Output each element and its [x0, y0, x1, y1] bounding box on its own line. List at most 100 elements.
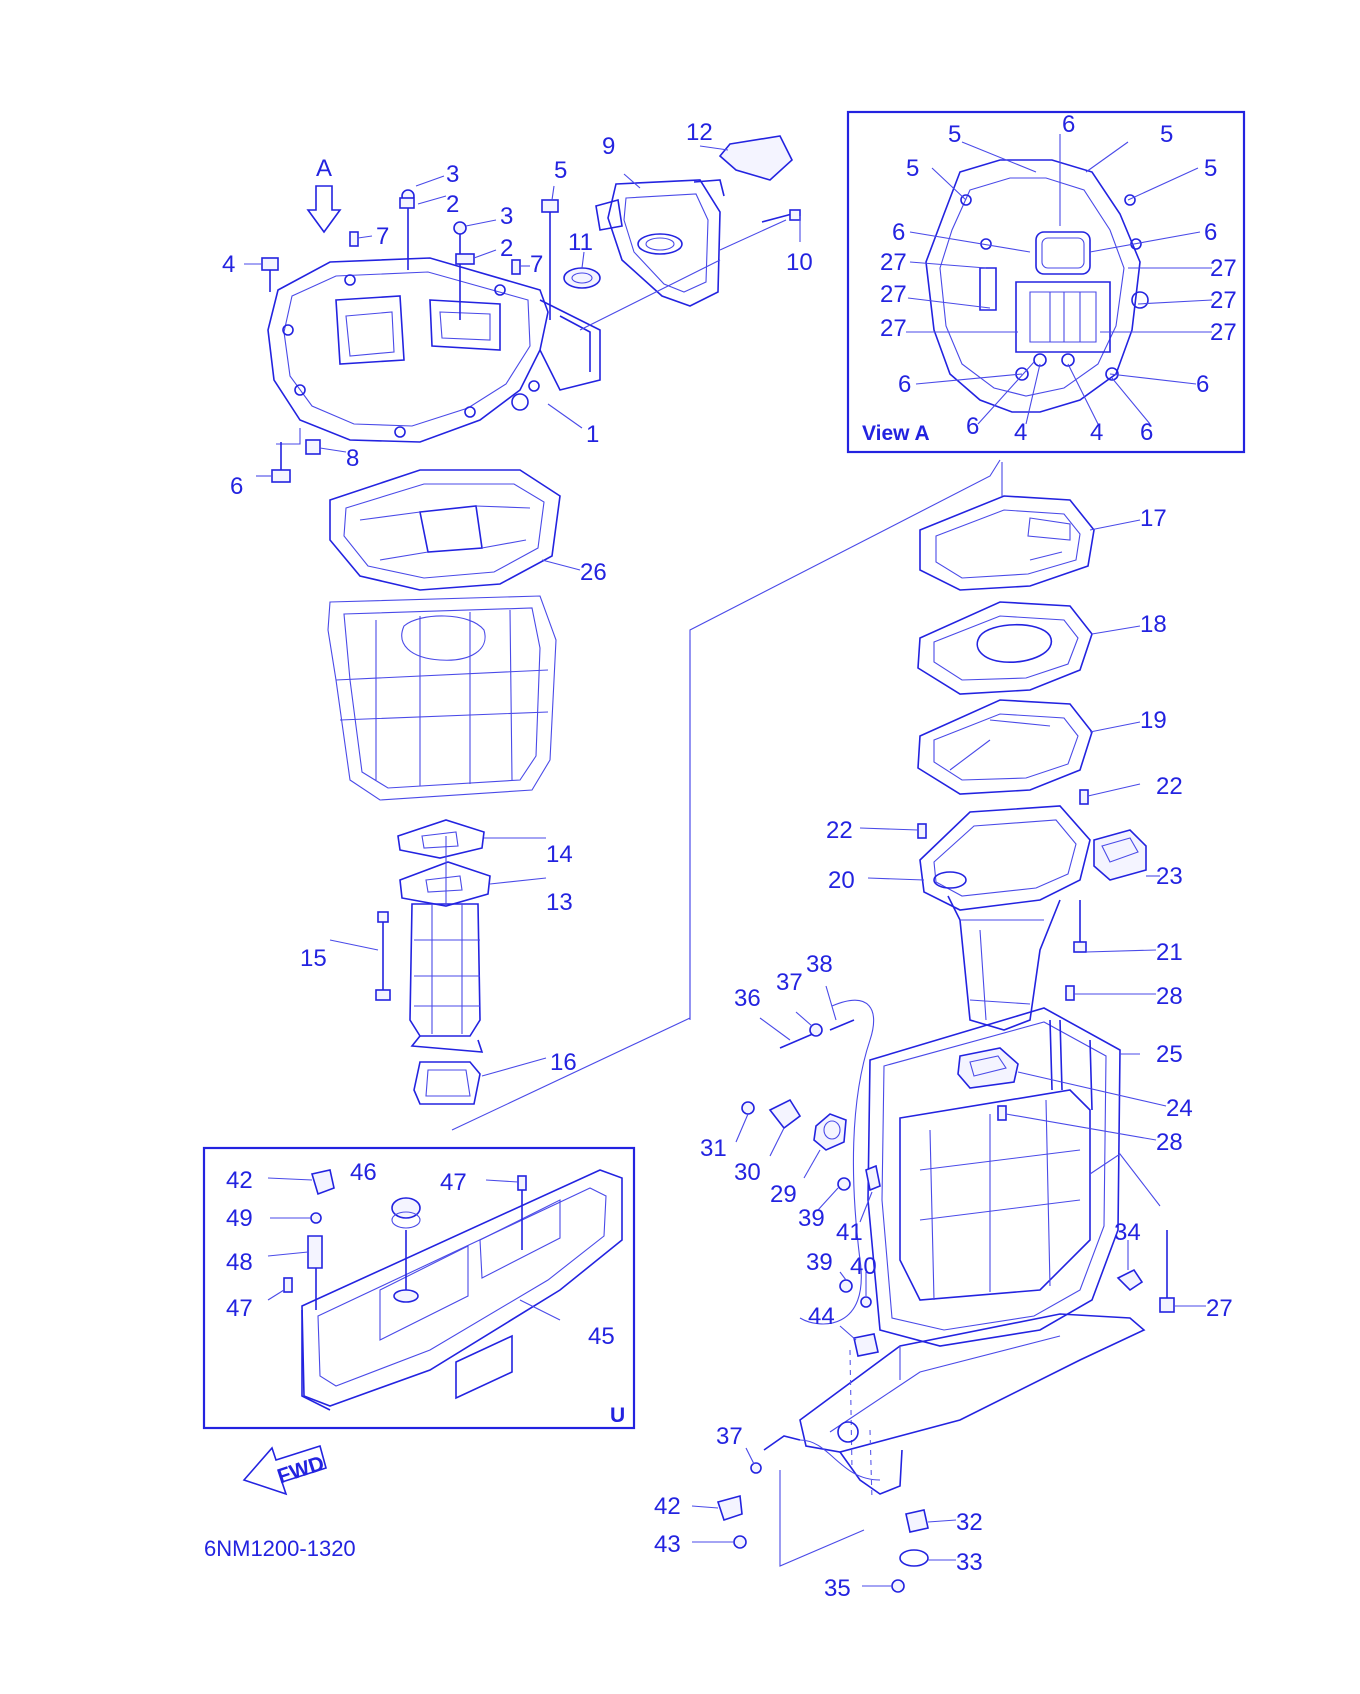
bracket-41 [865, 1164, 881, 1192]
callout-45: 45 [588, 1323, 615, 1350]
callout-6: 6 [892, 219, 905, 246]
hose-fitting [763, 1435, 801, 1451]
group-divider-line [451, 459, 1001, 1131]
callout-27: 27 [1210, 319, 1237, 346]
screw-39 [837, 1177, 851, 1191]
plate-13 [399, 861, 491, 907]
callout-22: 22 [826, 817, 853, 844]
callout-41: 41 [836, 1219, 863, 1246]
bolt-43 [733, 1535, 747, 1549]
callout-5: 5 [906, 155, 919, 182]
callout-29: 29 [770, 1181, 797, 1208]
callout-47: 47 [440, 1169, 467, 1196]
callout-28: 28 [1156, 983, 1183, 1010]
grommet-29 [813, 1113, 847, 1151]
callout-1: 1 [586, 421, 599, 448]
view-a-panel: View A 5 6 5 5 5 6 6 27 27 27 27 27 27 6… [846, 110, 1246, 454]
callout-33: 33 [956, 1549, 983, 1576]
callout-47: 47 [226, 1295, 253, 1322]
collar-2 [399, 197, 415, 209]
callout-20: 20 [828, 867, 855, 894]
clip-37 [809, 1023, 823, 1037]
bolt-5 [541, 199, 559, 213]
callout-36: 36 [734, 985, 761, 1012]
nipple-48 [307, 1235, 323, 1269]
callout-27: 27 [880, 315, 907, 342]
callout-32: 32 [956, 1509, 983, 1536]
collar-2 [455, 253, 475, 265]
silencer-assembly [563, 135, 801, 331]
callout-43: 43 [654, 1531, 681, 1558]
callout-35: 35 [824, 1575, 851, 1602]
gasket-26 [329, 469, 581, 591]
callout-7: 7 [376, 223, 389, 250]
hose-38 [829, 1019, 855, 1031]
callout-7: 7 [530, 251, 543, 278]
callout-18: 18 [1140, 611, 1167, 638]
callout-23: 23 [1156, 863, 1183, 890]
part-8 [305, 439, 321, 455]
dowel-22 [917, 823, 927, 839]
exhaust-guide-20 [859, 783, 1160, 1031]
callout-16: 16 [550, 1049, 577, 1076]
dowel-7 [511, 259, 521, 275]
upper-case-25 [691, 985, 1206, 1593]
callout-2: 2 [446, 191, 459, 218]
callout-44: 44 [808, 1303, 835, 1330]
bracket-42 [716, 1494, 743, 1522]
gasket-18 [917, 601, 1093, 695]
screw-10 [789, 209, 801, 221]
callout-5: 5 [1204, 155, 1217, 182]
callout-13: 13 [546, 889, 573, 916]
grommet-46 [391, 1197, 421, 1219]
bolt-4 [261, 257, 279, 292]
callout-49: 49 [226, 1205, 253, 1232]
callout-6: 6 [1140, 419, 1153, 446]
callout-6: 6 [230, 473, 243, 500]
callout-5: 5 [554, 157, 567, 184]
callout-14: 14 [546, 841, 573, 868]
cover-45 [301, 1169, 623, 1407]
view-arrow-label: A [316, 155, 332, 182]
callout-22: 22 [1156, 773, 1183, 800]
callout-27: 27 [1210, 287, 1237, 314]
rubber-seal-23 [1093, 829, 1147, 881]
bolt-27 [1159, 1297, 1175, 1313]
gasket-17 [919, 495, 1095, 591]
part-49 [310, 1212, 322, 1224]
bracket-42 [310, 1169, 335, 1196]
inset-frame [202, 1146, 636, 1430]
pilot-outlet-44 [853, 1333, 879, 1357]
diagram-code: 6NM1200-1320 [204, 1536, 356, 1561]
dowel-28 [1065, 985, 1075, 1001]
callout-30: 30 [734, 1159, 761, 1186]
fwd-arrow-icon: FWD [242, 1444, 327, 1496]
dowel-7 [349, 231, 359, 247]
dowel-28 [997, 1105, 1007, 1121]
callout-42: 42 [654, 1493, 681, 1520]
dowel-47 [517, 1175, 527, 1191]
callout-9: 9 [602, 133, 615, 160]
view-a-frame [846, 110, 1246, 454]
callout-4: 4 [1090, 419, 1103, 446]
bracket-12 [718, 135, 793, 181]
callout-39: 39 [806, 1249, 833, 1276]
callout-19: 19 [1140, 707, 1167, 734]
callout-42: 42 [226, 1167, 253, 1194]
callout-26: 26 [580, 559, 607, 586]
screw-31 [741, 1101, 755, 1115]
callout-6: 6 [898, 371, 911, 398]
callout-11: 11 [568, 229, 593, 256]
callout-40: 40 [850, 1253, 877, 1280]
inset-panel: U [202, 1146, 636, 1430]
right-gaskets [917, 462, 1141, 795]
bolt-21 [1073, 941, 1087, 953]
gasket-16 [413, 1061, 481, 1105]
callout-48: 48 [226, 1249, 253, 1276]
callout-6: 6 [966, 413, 979, 440]
callout-37: 37 [776, 969, 803, 996]
seal-24 [957, 1047, 1019, 1089]
callout-27: 27 [880, 281, 907, 308]
callout-2: 2 [500, 235, 513, 262]
callout-6: 6 [1204, 219, 1217, 246]
